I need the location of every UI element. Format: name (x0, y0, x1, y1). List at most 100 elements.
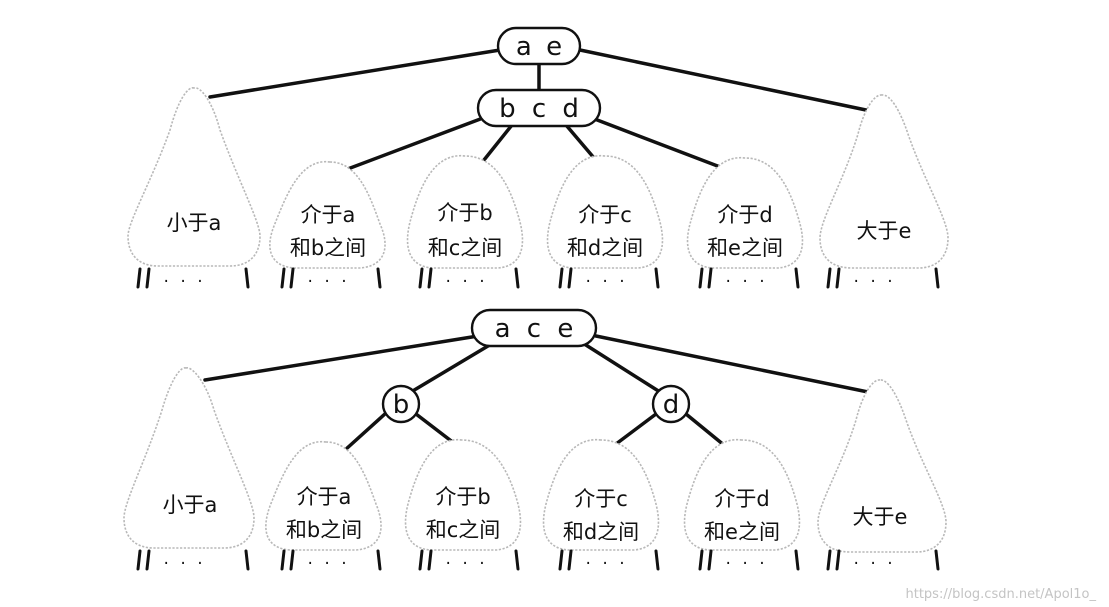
top-4node: b c d (476, 88, 602, 128)
subtree-between-d-and-e: 介于d 和e之间 (686, 157, 804, 269)
subtree-label-line2: 和b之间 (290, 236, 366, 260)
subtree-label-line2: 和d之间 (567, 236, 643, 260)
bottom-right-child-node: d (651, 384, 691, 424)
node-key: b (393, 390, 410, 420)
edge-root2-to-left-subtree (203, 334, 480, 382)
subtree-label-line2: 和d之间 (563, 520, 639, 544)
leaf-leg (427, 267, 433, 289)
leaf-leg (136, 267, 142, 289)
leaf-legs: · · · · · · · · · · · · · · · · · · · · · · · ·… (136, 267, 940, 572)
leaf-leg (289, 267, 295, 289)
subtree-between-c-and-d: 介于c 和d之间 (546, 155, 664, 269)
leaf-leg (558, 267, 564, 289)
leaf-leg (567, 267, 573, 289)
node-box (470, 308, 598, 348)
leaf-ellipsis: · · · (162, 556, 204, 572)
subtree-between-b-and-c: 介于b 和c之间 (406, 155, 524, 269)
top-root-node: a e (496, 26, 582, 66)
leaf-leg (707, 267, 713, 289)
leaf-leg (244, 549, 250, 571)
leaf-leg (376, 267, 382, 289)
leaf-leg (794, 549, 800, 571)
leaf-leg (794, 267, 800, 289)
subtree-label-line1: 介于d (717, 203, 772, 227)
leaf-leg (826, 267, 832, 289)
leaf-leg (698, 549, 704, 571)
bottom-left-child-node: b (381, 384, 421, 424)
subtree-greater-than-e: 大于e (817, 379, 947, 553)
subtree-between-d-and-e: 介于d 和e之间 (683, 439, 801, 551)
node-box (476, 88, 602, 128)
subtree-between-a-and-b: 介于a 和b之间 (265, 441, 382, 551)
leaf-leg (934, 549, 940, 571)
node-keys: a e (516, 32, 562, 62)
edge-root2-to-b (409, 338, 500, 394)
leaf-leg (514, 549, 520, 571)
edge-4node-to-subtree-bc (478, 123, 514, 167)
subtree-label-line2: 和b之间 (286, 518, 362, 542)
leaf-ellipsis: · · · (162, 274, 204, 290)
subtree-label-line1: 介于a (301, 203, 356, 227)
edge-root-to-left-subtree (208, 48, 502, 99)
subtree-label: 大于e (853, 505, 908, 529)
subtree-label: 小于a (167, 211, 222, 235)
top-subtrees: 小于a 介于a 和b之间 介于b 和c之间 介于c 和d之间 介于d 和e之间 … (127, 87, 949, 269)
leaf-leg (280, 549, 286, 571)
leaf-leg (289, 549, 295, 571)
leaf-leg (698, 267, 704, 289)
subtree-label-line1: 介于a (297, 485, 352, 509)
node-keys: a c e (495, 314, 574, 344)
leaf-leg (835, 267, 841, 289)
bottom-subtrees: 小于a 介于a 和b之间 介于b 和c之间 介于c 和d之间 介于d 和e之间 … (123, 367, 947, 553)
subtree-label-line2: 和e之间 (704, 520, 780, 544)
edge-root2-to-d (576, 338, 662, 394)
leaf-ellipsis: · · · (584, 274, 626, 290)
subtree-shape (123, 367, 255, 549)
subtree-shape (683, 439, 801, 551)
leaf-ellipsis: · · · (444, 274, 486, 290)
leaf-ellipsis: · · · (852, 274, 894, 290)
edge-4node-to-subtree-de (590, 116, 730, 172)
subtree-label-line2: 和e之间 (707, 236, 783, 260)
leaf-leg (514, 267, 520, 289)
edge-4node-to-subtree-ab (343, 116, 485, 172)
node-circle (651, 384, 691, 424)
edge-root2-to-right-subtree (594, 334, 870, 394)
subtree-label-line1: 介于c (574, 487, 628, 511)
leaf-ellipsis: · · · (852, 556, 894, 572)
subtree-label: 小于a (163, 493, 218, 517)
subtree-shape (819, 94, 949, 269)
leaf-ellipsis: · · · (724, 556, 766, 572)
watermark: https://blog.csdn.net/Apol1o_ (906, 587, 1097, 602)
node-key: d (663, 390, 680, 420)
subtree-shape (686, 157, 804, 269)
leaf-leg (280, 267, 286, 289)
leaf-leg (654, 549, 660, 571)
subtree-between-b-and-c: 介于b 和c之间 (404, 439, 522, 551)
subtree-label-line2: 和c之间 (426, 518, 501, 542)
leaf-leg (707, 549, 713, 571)
subtree-less-than-a: 小于a (127, 87, 261, 267)
subtree-less-than-a: 小于a (123, 367, 255, 549)
leaf-leg (654, 267, 660, 289)
leaf-ellipsis: · · · (584, 556, 626, 572)
subtree-shape (817, 379, 947, 553)
leaf-leg (145, 267, 151, 289)
subtree-label-line1: 介于b (435, 485, 490, 509)
leaf-leg (558, 549, 564, 571)
leaf-leg (418, 267, 424, 289)
subtree-shape (546, 155, 664, 269)
subtree-label: 大于e (857, 219, 912, 243)
leaf-leg (244, 267, 250, 289)
edge-root-to-right-subtree (578, 48, 868, 112)
leaf-ellipsis: · · · (724, 274, 766, 290)
subtree-between-a-and-b: 介于a 和b之间 (269, 161, 386, 269)
subtree-shape (127, 87, 261, 267)
leaf-leg (145, 549, 151, 571)
subtree-shape (404, 439, 522, 551)
subtree-shape (542, 439, 660, 551)
subtree-label-line1: 介于b (437, 201, 492, 225)
edge-b-to-subtree-ab (343, 411, 388, 452)
subtree-shape (406, 155, 524, 269)
